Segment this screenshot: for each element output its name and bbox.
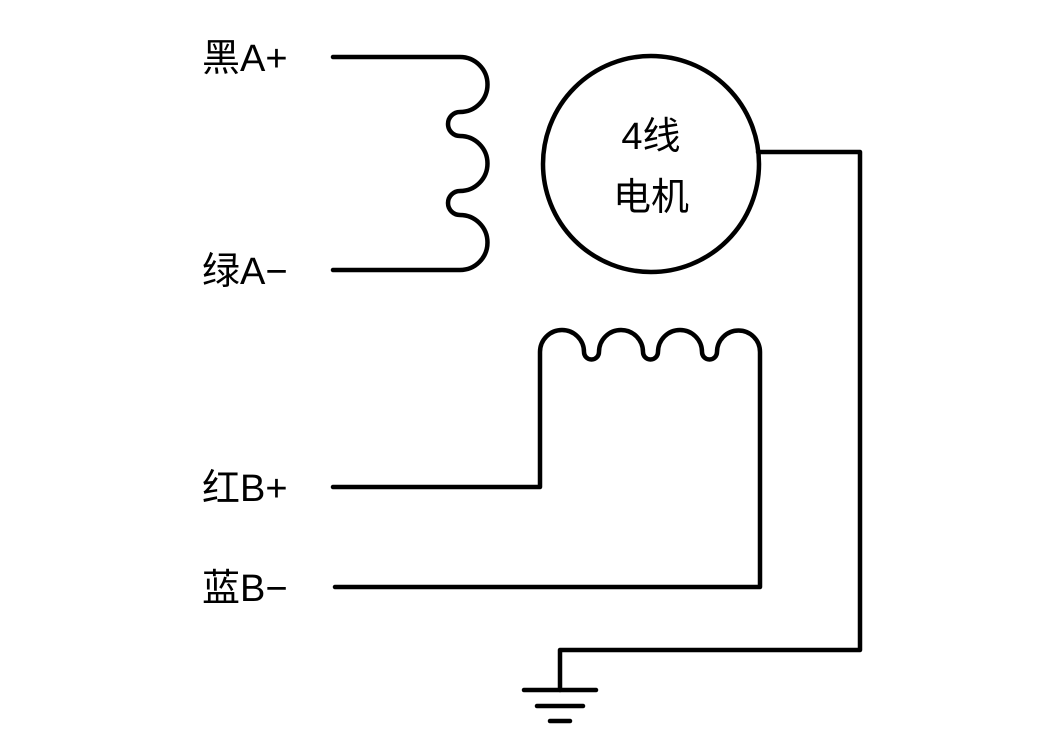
motor-label-line2: 电机 [613,177,689,219]
motor-label-line1: 4线 [621,116,680,158]
terminal-label-a-plus: 黑A+ [202,38,288,80]
coil-a-winding [330,54,490,273]
ground-icon [521,687,599,724]
terminal-label-b-plus: 红B+ [202,468,288,510]
coil-b-winding [330,327,763,590]
terminal-label-a-minus: 绿A− [202,251,288,293]
ground-wire [557,149,863,693]
motor-circle [540,53,762,275]
terminal-label-b-minus: 蓝B− [202,568,288,610]
